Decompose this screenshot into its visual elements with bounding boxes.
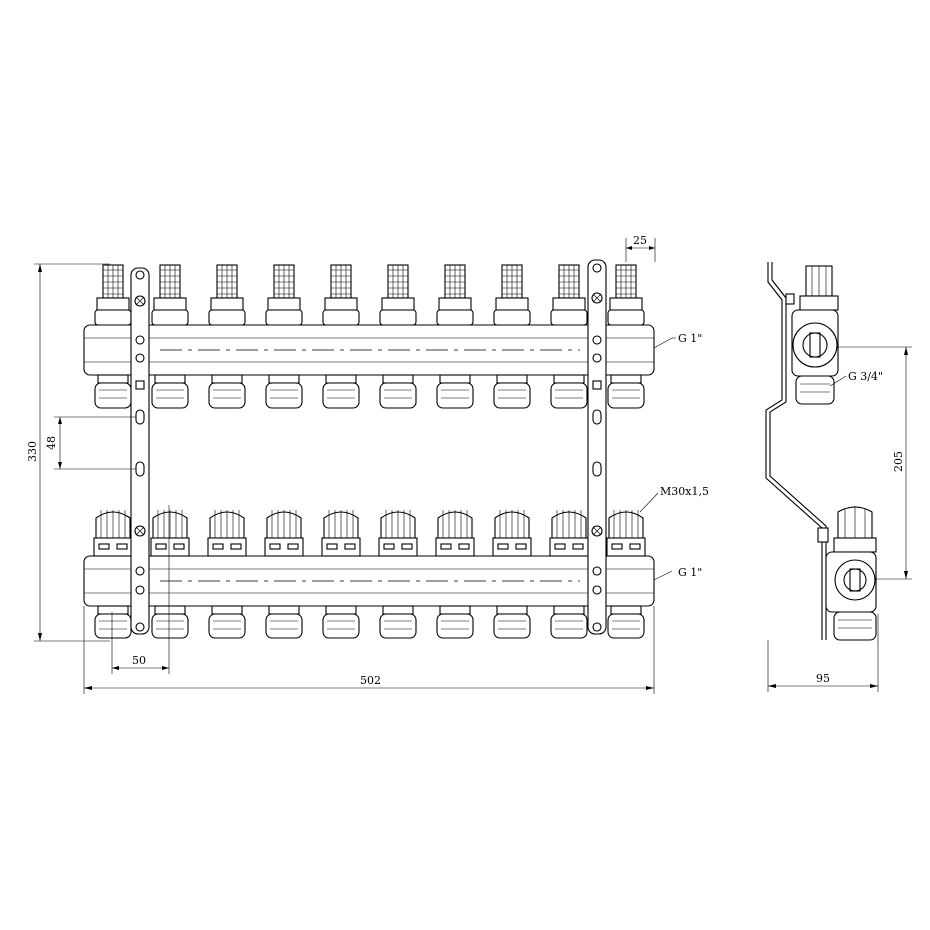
dim-50-label: 50 (132, 654, 146, 667)
side-view: G 3/4" 205 95 (765, 262, 912, 692)
side-top-assembly (785, 265, 839, 405)
dim-502-label: 502 (360, 674, 381, 687)
flowmeter-row (94, 264, 645, 326)
valve-cap (492, 510, 532, 557)
outlet-coupling (550, 374, 588, 409)
outlet-coupling (379, 374, 417, 409)
bottom-rail (83, 555, 655, 607)
dim-50: 50 (111, 505, 170, 674)
valve-cap (207, 510, 247, 557)
flowmeter (94, 264, 132, 326)
dim-330-label: 330 (26, 441, 39, 462)
valve-cap (321, 510, 361, 557)
dim-48: 48 (45, 416, 136, 470)
valve-cap (150, 510, 190, 557)
valve-cap (93, 510, 133, 557)
outlet-coupling (151, 374, 189, 409)
flowmeter (436, 264, 474, 326)
valve-cap (378, 510, 418, 557)
outlet-coupling (94, 374, 132, 409)
outlet-coupling (322, 605, 360, 639)
outlet-coupling (265, 605, 303, 639)
dim-205-label: 205 (892, 451, 905, 472)
flowmeter (379, 264, 417, 326)
bracket-right (587, 259, 607, 635)
outlet-coupling (550, 605, 588, 639)
valve-cap (264, 510, 304, 557)
flowmeter (151, 264, 189, 326)
dim-25: 25 (625, 234, 656, 262)
outlet-coupling (94, 605, 132, 639)
outlet-coupling (151, 605, 189, 639)
valve-cap (549, 510, 589, 557)
valve-cap (435, 510, 475, 557)
flowmeter (550, 264, 588, 326)
flowmeter (493, 264, 531, 326)
label-m30: M30x1,5 (660, 485, 709, 498)
callout-g34: G 3/4" (829, 370, 883, 387)
label-g1-top: G 1" (678, 332, 702, 345)
dim-95: 95 (767, 614, 879, 692)
callout-g1-top: G 1" (653, 332, 702, 349)
outlet-coupling (493, 605, 531, 639)
top-rail-couplings (94, 374, 645, 409)
flowmeter (322, 264, 360, 326)
outlet-coupling (436, 374, 474, 409)
dim-25-label: 25 (633, 234, 647, 247)
bottom-rail-couplings (94, 605, 645, 639)
callout-m30: M30x1,5 (639, 485, 709, 513)
outlet-coupling (322, 374, 360, 409)
label-g34: G 3/4" (848, 370, 883, 383)
outlet-coupling (607, 605, 645, 639)
label-g1-bottom: G 1" (678, 566, 702, 579)
top-rail (83, 324, 655, 376)
side-bottom-assembly (817, 506, 877, 641)
outlet-coupling (208, 374, 246, 409)
flowmeter (208, 264, 246, 326)
valve-cap (606, 510, 646, 557)
dim-95-label: 95 (816, 672, 830, 685)
outlet-coupling (379, 605, 417, 639)
flowmeter (607, 264, 645, 326)
bracket-left (130, 267, 150, 635)
dim-48-label: 48 (45, 436, 58, 450)
dim-205: 205 (838, 346, 912, 580)
callout-g1-bottom: G 1" (653, 566, 702, 581)
valve-cap-row (93, 510, 646, 557)
outlet-coupling (493, 374, 531, 409)
dim-502: 502 (83, 606, 655, 694)
outlet-coupling (208, 605, 246, 639)
outlet-coupling (265, 374, 303, 409)
flowmeter (265, 264, 303, 326)
dim-330: 330 (26, 263, 110, 642)
front-view: 25 330 48 50 (26, 234, 709, 694)
outlet-coupling (436, 605, 474, 639)
outlet-coupling (607, 374, 645, 409)
